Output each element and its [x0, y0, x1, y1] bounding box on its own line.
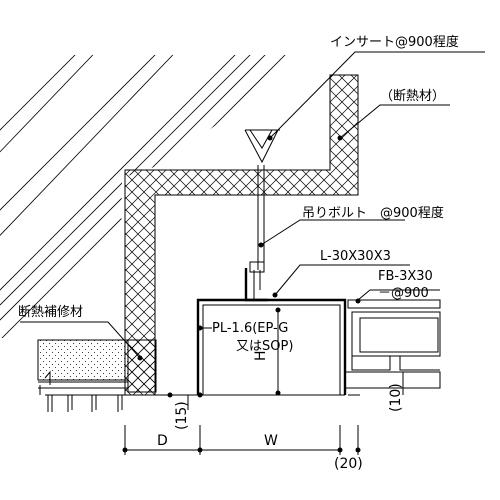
label-insulation-repair: 断熱補修材	[18, 305, 83, 320]
hanger-bolt	[244, 129, 280, 300]
dim-height: H	[253, 350, 269, 361]
label-flat-bar-pitch: －@900	[378, 286, 429, 301]
label-hanger-bolt: 吊りボルト @900程度	[302, 205, 444, 221]
ceiling-box-plate	[155, 298, 347, 398]
label-insulation: （断熱材）	[380, 89, 445, 104]
dimension-lines	[122, 307, 404, 455]
dim-gap-15: (15)	[174, 401, 190, 430]
right-fixture	[344, 298, 441, 396]
label-plate: PL-1.6(EP-G	[212, 321, 288, 336]
leader-lines	[20, 51, 485, 361]
dim-gap-20: (20)	[334, 456, 363, 472]
label-insert: インサート@900程度	[330, 34, 459, 50]
label-angle: L-30X30X3	[320, 249, 391, 264]
ceiling-frame-left	[38, 370, 128, 412]
ceiling-board-left	[37, 339, 129, 381]
insulation-repair-block	[127, 339, 157, 393]
dim-width: W	[264, 433, 278, 449]
label-flat-bar: FB-3X30	[378, 269, 433, 284]
dim-gap-10: (10)	[388, 383, 404, 412]
dim-depth: D	[157, 433, 168, 449]
angle-steel	[244, 268, 268, 302]
label-plate-finish: 又はSOP)	[236, 339, 293, 354]
